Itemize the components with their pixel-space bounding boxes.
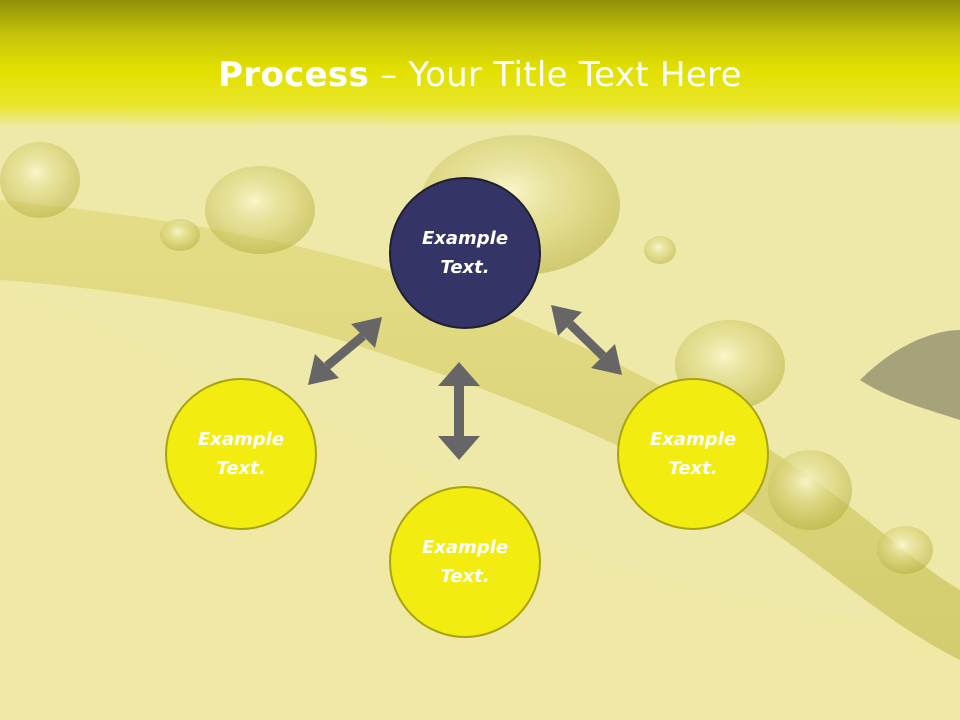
node-left: Example Text. <box>165 378 317 530</box>
double-arrow-left-diagonal-icon <box>308 317 382 385</box>
node-bottom-line1: Example <box>421 537 509 558</box>
title-rest: – Your Title Text Here <box>369 55 742 95</box>
node-top-line1: Example <box>421 228 509 249</box>
title-strong: Process <box>218 55 370 95</box>
title-bar <box>0 0 960 128</box>
double-arrow-right-diagonal-icon <box>551 305 622 375</box>
node-bottom-line2: Text. <box>440 566 490 587</box>
node-left-line1: Example <box>197 429 285 450</box>
node-right: Example Text. <box>617 378 769 530</box>
node-top-line2: Text. <box>440 257 490 278</box>
node-left-line2: Text. <box>216 458 266 479</box>
node-right-line1: Example <box>649 429 737 450</box>
node-bottom: Example Text. <box>389 486 541 638</box>
slide-title: Process – Your Title Text Here <box>0 52 960 98</box>
node-right-line2: Text. <box>668 458 718 479</box>
double-arrow-vertical-icon <box>438 362 480 460</box>
node-top: Example Text. <box>389 177 541 329</box>
